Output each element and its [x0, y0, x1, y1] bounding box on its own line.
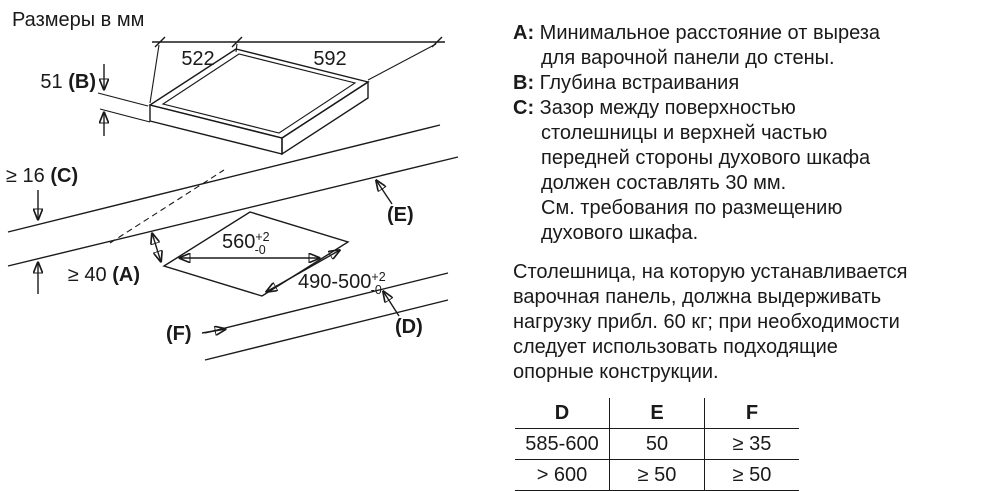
dim-490-500-label: 490-500+2-0 — [298, 270, 386, 297]
table-row: > 600 ≥ 50 ≥ 50 — [515, 459, 799, 491]
page-title: Размеры в мм — [12, 9, 145, 31]
table-cell: 50 — [609, 428, 705, 460]
table-row: 585-600 50 ≥ 35 — [515, 428, 799, 460]
dim-c-label: ≥ 16 (C) — [6, 165, 78, 187]
dim-592-label: 592 — [313, 48, 346, 70]
dim-b-label: 51 (B) — [40, 71, 96, 93]
callout-f: (F) — [166, 323, 226, 345]
note-b-key: B: — [513, 72, 535, 94]
panel-inner-frame — [161, 53, 357, 134]
table-header-e: E — [609, 398, 705, 429]
table-cell: > 600 — [515, 459, 610, 491]
worktop-front-edge — [204, 272, 449, 361]
worktop-back-edge — [7, 124, 459, 267]
callout-e-label: (E) — [387, 204, 414, 226]
dim-490-500: 490-500+2-0 — [266, 250, 386, 297]
cutout-outline — [162, 211, 350, 297]
note-c-key: C: — [513, 97, 535, 119]
dim-c: ≥ 16 (C) — [6, 165, 78, 294]
note-c: C: Зазор между поверхностью столешницы и… — [513, 96, 991, 246]
dim-b: 51 (B) — [40, 64, 151, 136]
dim-560: 560+2-0 — [179, 230, 320, 258]
note-b: B: Глубина встраивания — [513, 71, 991, 96]
note-c-text: Зазор между поверхностью столешницы и ве… — [539, 97, 871, 244]
note-b-text: Глубина встраивания — [534, 72, 740, 94]
callout-d: (D) — [383, 291, 423, 338]
table-header-d: D — [515, 398, 610, 429]
panel-edge-right — [281, 80, 369, 156]
panel-edge-front — [149, 104, 283, 155]
table-cell: 585-600 — [515, 428, 610, 460]
dim-a-label: ≥ 40 (A) — [68, 264, 140, 286]
callout-f-label: (F) — [166, 323, 192, 345]
cooktop-panel — [148, 48, 370, 156]
projection-dashed-line — [109, 169, 225, 244]
table-header-row: D E F — [515, 398, 799, 429]
note-a-key: A: — [513, 22, 535, 44]
table-header-f: F — [704, 398, 799, 429]
dim-560-label: 560+2-0 — [222, 230, 270, 257]
dim-top-widths: 522 592 — [149, 36, 445, 104]
dim-522-label: 522 — [181, 48, 214, 70]
table-cell: ≥ 50 — [609, 459, 705, 491]
callout-e: (E) — [376, 180, 414, 226]
installation-diagram: 522 592 51 (B) ≥ 16 (C) 560 — [6, 36, 459, 361]
table-cell: ≥ 50 — [704, 459, 799, 491]
worktop-load-paragraph: Столешница, на которую устанавливается в… — [513, 261, 908, 383]
notes-column: A: Минимальное расстояние от выреза для … — [513, 21, 991, 491]
callout-d-label: (D) — [395, 316, 423, 338]
dim-a: ≥ 40 (A) — [68, 233, 161, 286]
table-cell: ≥ 35 — [704, 428, 799, 460]
dimension-table: D E F 585-600 50 ≥ 35 > 600 ≥ 50 ≥ 50 — [515, 398, 799, 491]
note-a-text: Минимальное расстояние от выреза для вар… — [539, 22, 881, 69]
note-a: A: Минимальное расстояние от выреза для … — [513, 21, 991, 71]
